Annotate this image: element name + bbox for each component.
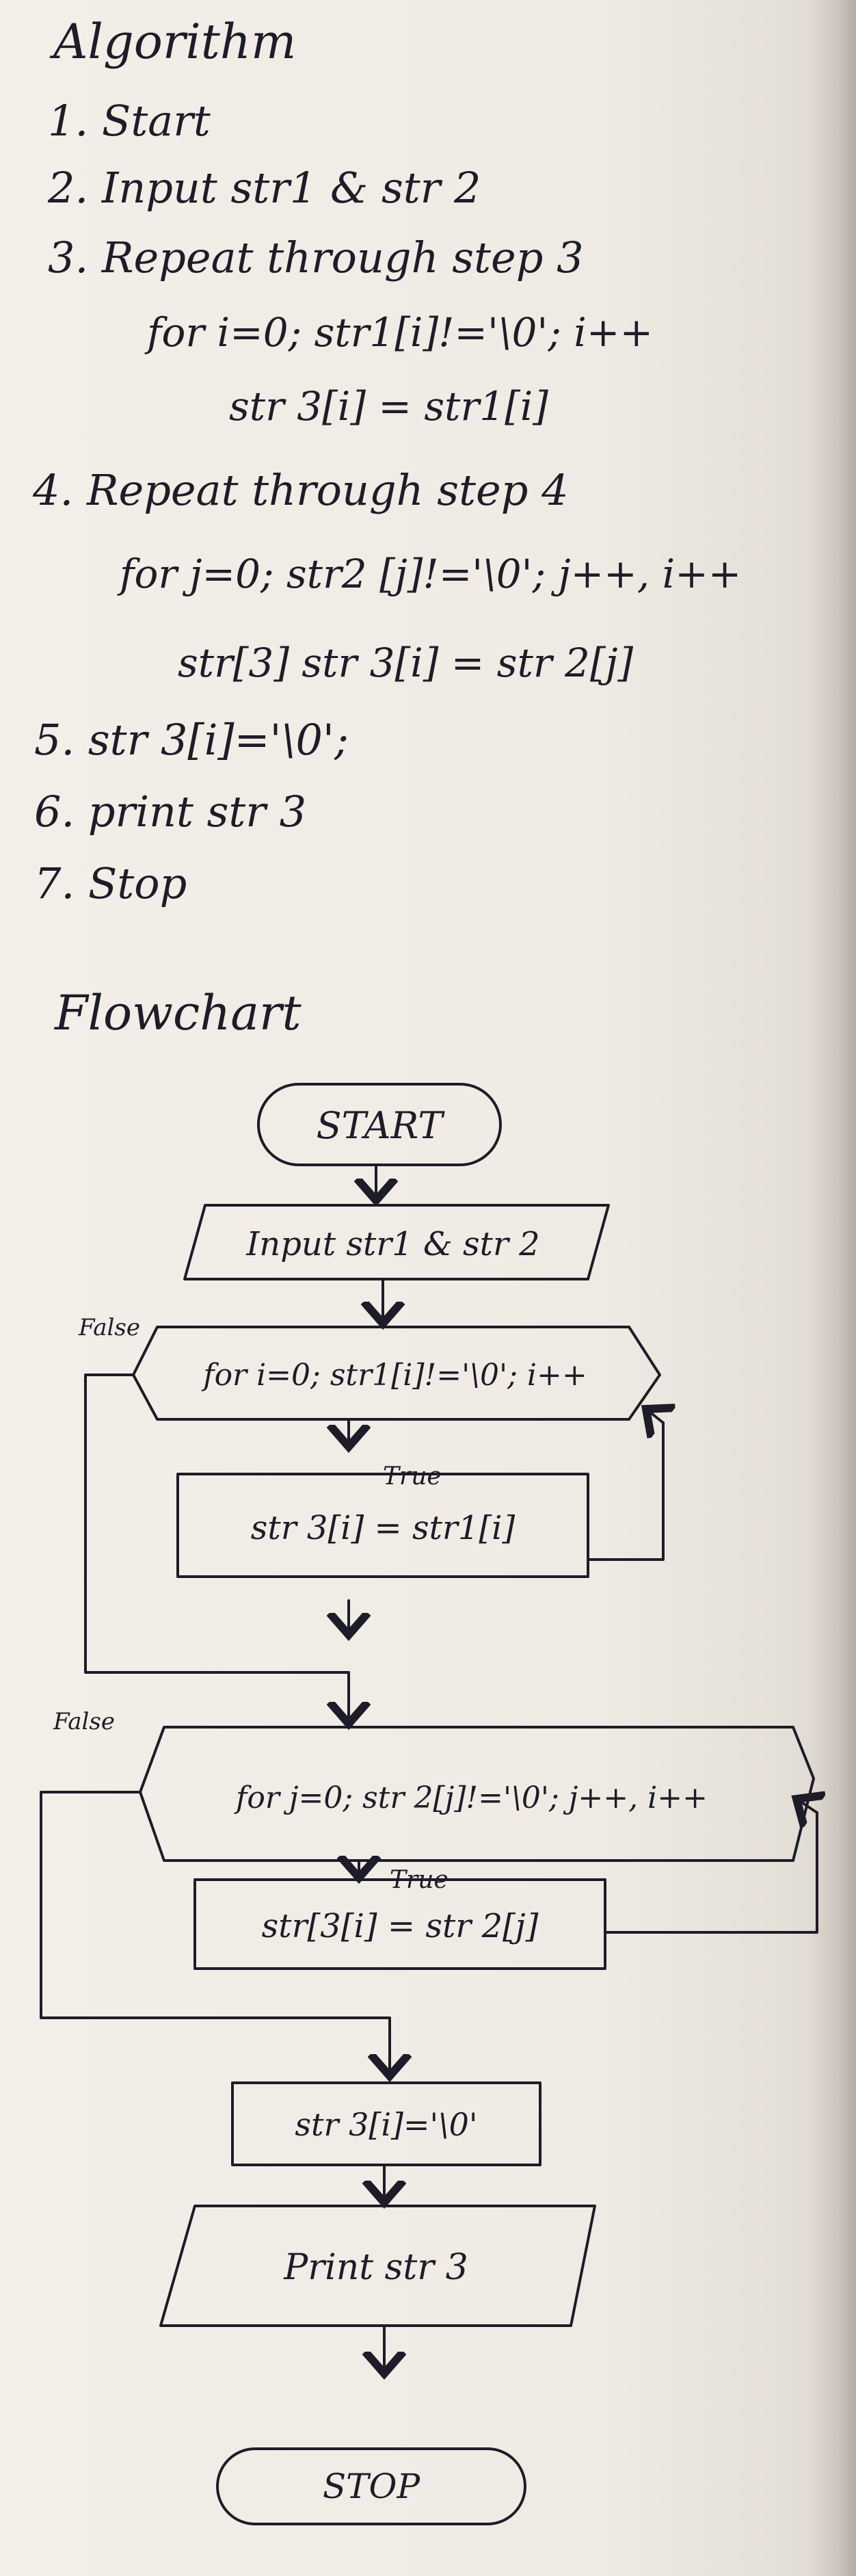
algorithm-step-3: 3. Repeat through step 3 <box>48 233 584 282</box>
loop2-true-label: True <box>390 1866 449 1894</box>
algorithm-step-4: 4. Repeat through step 4 <box>33 465 569 515</box>
print-parallelogram <box>159 2205 596 2327</box>
print-label: Print str 3 <box>283 2247 468 2288</box>
algorithm-step-3-body: str 3[i] = str1[i] <box>229 383 548 430</box>
algorithm-step-7: 7. Stop <box>34 858 187 908</box>
algorithm-heading: Algorithm <box>53 14 297 70</box>
algorithm-step-4-body: str[3] str 3[i] = str 2[j] <box>178 640 634 686</box>
body2-label: str[3[i] = str 2[j] <box>262 1907 539 1945</box>
body1-label: str 3[i] = str1[i] <box>251 1509 516 1547</box>
loop2-label: for j=0; str 2[j]!='\0'; j++, i++ <box>234 1780 708 1815</box>
start-terminal <box>257 1083 502 1166</box>
loop1-return-arrowhead <box>646 1409 663 1423</box>
page-binding-shadow <box>808 0 856 2576</box>
loop2-false-line <box>40 1791 391 2019</box>
algorithm-step-2: 2. Input str1 & str 2 <box>48 163 481 213</box>
start-label: START <box>317 1104 446 1147</box>
algorithm-step-3-loop: for i=0; str1[i]!='\0'; i++ <box>147 309 654 356</box>
algorithm-step-1: 1. Start <box>48 96 211 146</box>
loop1-return-line <box>587 1421 665 1561</box>
algorithm-step-4-loop: for j=0; str2 [j]!='\0'; j++, i++ <box>120 551 742 597</box>
input-label: Input str1 & str 2 <box>245 1225 539 1263</box>
loop2-false-label: False <box>53 1708 115 1735</box>
loop1-true-label: True <box>383 1462 442 1490</box>
loop1-label: for i=0; str1[i]!='\0'; i++ <box>201 1358 587 1393</box>
terminate-label: str 3[i]='\0' <box>295 2106 477 2143</box>
input-parallelogram <box>183 1204 610 1280</box>
flowchart-heading: Flowchart <box>55 985 302 1041</box>
stop-terminal <box>216 2447 526 2525</box>
loop1-false-label: False <box>78 1314 140 1341</box>
loop2-return-line <box>604 1811 818 1934</box>
algorithm-step-6: 6. print str 3 <box>34 787 307 837</box>
terminate-rectangle <box>231 2081 541 2166</box>
loop2-return-arrowhead <box>797 1799 817 1813</box>
body1-rectangle <box>176 1473 589 1578</box>
stop-label: STOP <box>323 2467 421 2506</box>
body2-rectangle <box>193 1878 606 1970</box>
algorithm-step-5: 5. str 3[i]='\0'; <box>34 715 349 765</box>
loop1-false-line <box>84 1374 350 1674</box>
